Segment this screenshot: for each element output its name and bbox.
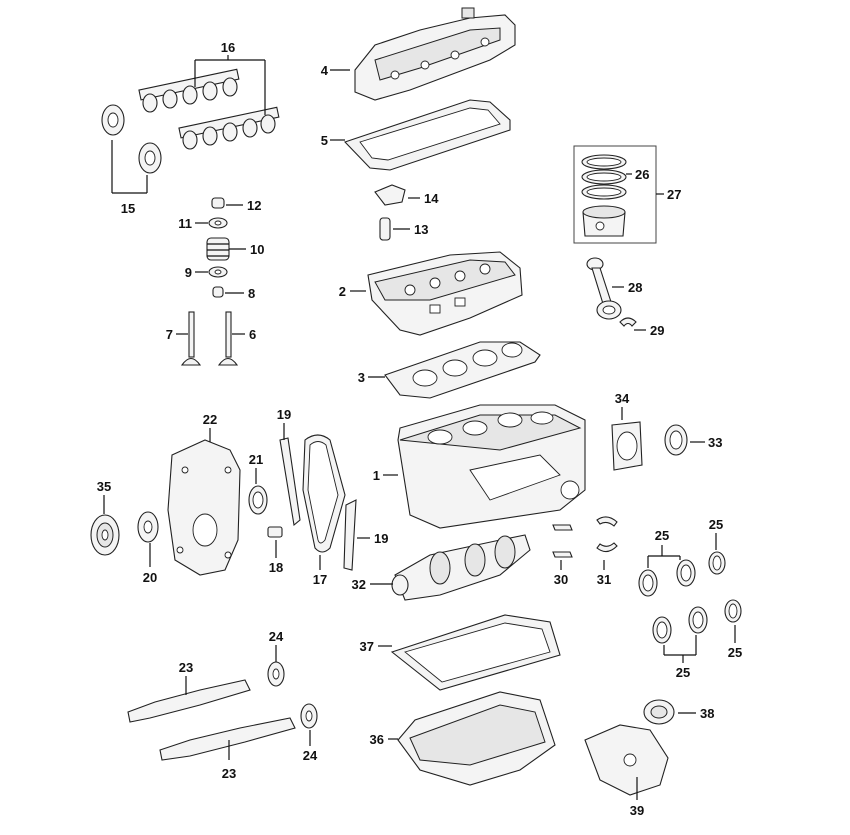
callout-4: 4	[321, 63, 329, 78]
callout-19-lower: 19	[374, 531, 388, 546]
part-engine-block	[397, 404, 586, 529]
callout-5: 5	[321, 133, 328, 148]
callout-19-upper: 19	[277, 407, 291, 422]
callout-23-upper: 23	[179, 660, 193, 675]
callout-11: 11	[178, 216, 192, 231]
part-valves	[180, 311, 239, 366]
callout-27: 27	[667, 187, 681, 202]
callout-37: 37	[360, 639, 374, 654]
callout-9: 9	[185, 265, 192, 280]
callout-26: 26	[635, 167, 649, 182]
part-cylinder-head	[367, 251, 523, 336]
callout-13: 13	[414, 222, 428, 237]
callout-23-lower: 23	[222, 766, 236, 781]
callout-25-d: 25	[728, 645, 742, 660]
part-timing-cover	[167, 439, 241, 576]
callout-20: 20	[143, 570, 157, 585]
part-rocker-arm	[374, 184, 406, 206]
part-crank-sprocket	[137, 511, 159, 543]
part-front-seal	[248, 485, 268, 515]
part-rear-seal-housing	[611, 421, 643, 471]
part-head-gasket	[384, 341, 541, 399]
callout-labels: 4 5 16 15 14 13 12 11 10 9 8 7 6 2 3 26 …	[97, 40, 742, 818]
callout-39: 39	[630, 803, 644, 818]
callout-24-lower: 24	[303, 748, 318, 763]
part-valve-cover-gasket	[344, 99, 511, 171]
part-oil-pan	[397, 691, 556, 786]
part-connecting-rod	[586, 257, 622, 320]
callout-17: 17	[313, 572, 327, 587]
callout-22: 22	[203, 412, 217, 427]
leader-lines	[103, 55, 736, 800]
callout-29: 29	[650, 323, 664, 338]
callout-33: 33	[708, 435, 722, 450]
callout-38: 38	[700, 706, 714, 721]
callout-3: 3	[358, 370, 365, 385]
callout-12: 12	[247, 198, 261, 213]
callout-15: 15	[121, 201, 135, 216]
callout-36: 36	[370, 732, 384, 747]
part-camshafts	[138, 68, 280, 150]
part-valve-train-stack	[206, 197, 230, 298]
callout-8: 8	[248, 286, 255, 301]
callout-10: 10	[250, 242, 264, 257]
callout-30: 30	[554, 572, 568, 587]
callout-7: 7	[166, 327, 173, 342]
callout-1: 1	[373, 468, 380, 483]
part-valve-cover	[354, 7, 516, 101]
callout-32: 32	[352, 577, 366, 592]
part-thrust-bearings	[552, 524, 573, 558]
part-lifter	[379, 217, 391, 241]
part-crank-pulley	[90, 514, 120, 556]
callout-2: 2	[339, 284, 346, 299]
part-chain-tensioner	[267, 526, 283, 538]
part-timing-chain	[302, 434, 346, 553]
part-main-bearings	[596, 516, 618, 553]
callout-25-c: 25	[676, 665, 690, 680]
callout-31: 31	[597, 572, 611, 587]
callout-6: 6	[249, 327, 256, 342]
callout-35: 35	[97, 479, 111, 494]
part-rear-seal	[664, 424, 688, 456]
callout-34: 34	[615, 391, 630, 406]
part-crankshaft	[391, 534, 531, 601]
callout-24-upper: 24	[269, 629, 284, 644]
part-bearings-lower	[652, 599, 742, 644]
callout-18: 18	[269, 560, 283, 575]
callout-14: 14	[424, 191, 439, 206]
part-rod-bearing	[619, 317, 637, 327]
part-oil-pump	[584, 724, 669, 796]
part-oil-pump-gear	[643, 699, 675, 725]
part-chain-guides	[279, 437, 357, 571]
part-piston-kit	[573, 145, 657, 244]
part-oil-pan-gasket	[390, 614, 561, 691]
part-cam-sprockets	[101, 104, 162, 174]
callout-25-b: 25	[709, 517, 723, 532]
callout-28: 28	[628, 280, 642, 295]
callout-16: 16	[221, 40, 235, 55]
part-balance-gears	[267, 661, 318, 729]
callout-21: 21	[249, 452, 263, 467]
callout-25-a: 25	[655, 528, 669, 543]
part-balance-shafts	[127, 679, 296, 761]
part-bearings-upper	[638, 551, 726, 597]
